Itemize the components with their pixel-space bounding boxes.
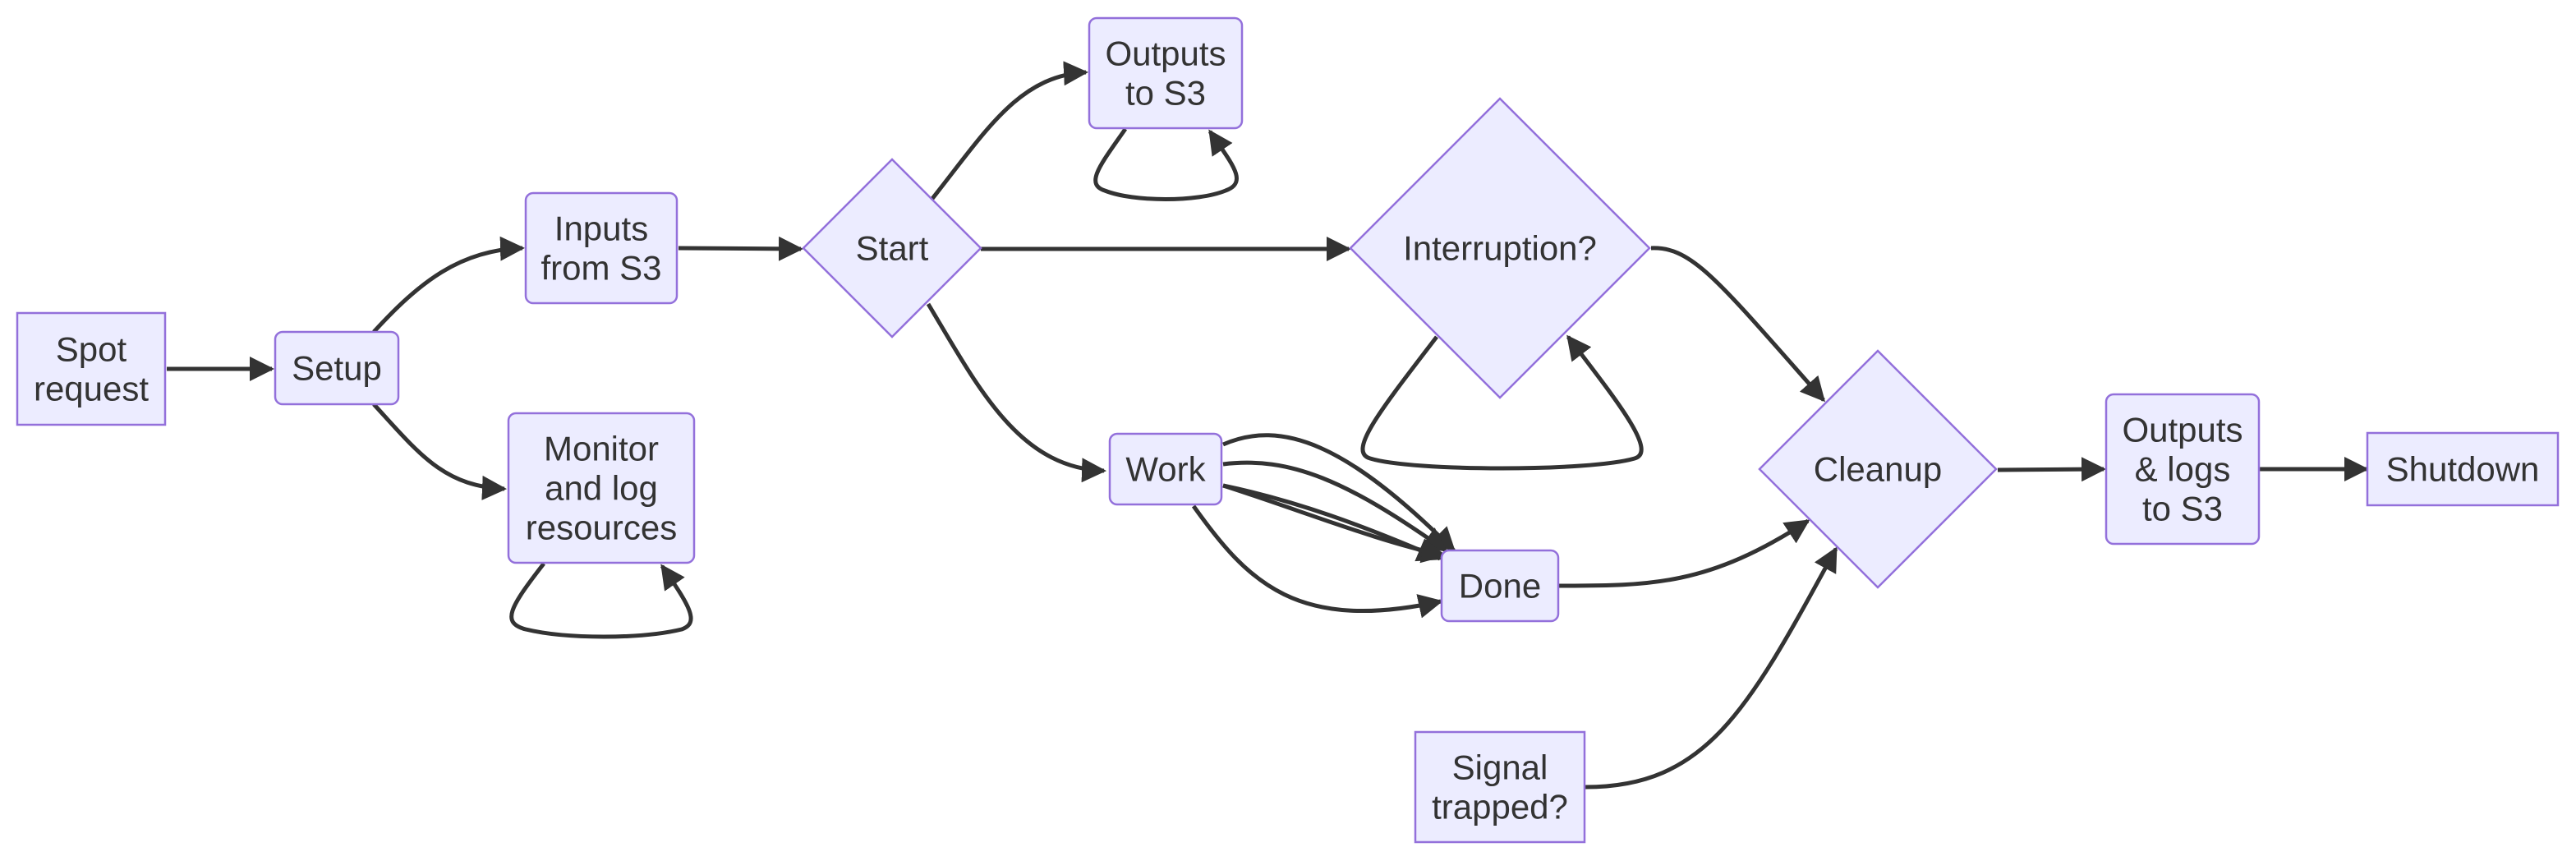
node-outputs-logs-to-s3-shape (2104, 393, 2261, 546)
node-setup: Setup (274, 330, 400, 406)
edge-work-to-done (1222, 460, 1448, 553)
node-shutdown: Shutdown (2366, 431, 2560, 507)
edge-done-to-cleanup (1558, 518, 1810, 588)
node-signal-trapped-label-line-1: Signal (1452, 748, 1548, 787)
node-signal-trapped-shape (1414, 730, 1586, 844)
node-start: Start (802, 158, 982, 338)
node-done-label-line-1: Done (1459, 567, 1541, 605)
node-done-shape (1440, 549, 1560, 623)
node-interruption-label-line-1: Interruption? (1403, 229, 1597, 268)
node-outputs-to-s3-label-line-1: Outputs (1105, 35, 1226, 73)
node-outputs-to-s3-label-line-2: to S3 (1125, 74, 1206, 113)
edge-work-to-done (1191, 504, 1443, 619)
node-outputs-logs-to-s3-label-line-2: & logs (2135, 450, 2231, 489)
node-outputs-logs-to-s3-label-line-1: Outputs (2122, 411, 2242, 449)
node-work-label-line-1: Work (1125, 450, 1206, 489)
edge-setup-to-monitor-and-log (372, 403, 507, 500)
node-outputs-to-s3-shape (1088, 16, 1244, 130)
edges-layer (167, 61, 2369, 790)
edge-signal-trapped-to-cleanup (1585, 546, 1838, 790)
node-inputs-from-s3-label-line-2: from S3 (540, 249, 661, 288)
node-cleanup: Cleanup (1758, 349, 1998, 589)
edge-work-to-done (1222, 433, 1456, 553)
node-start-shape (802, 158, 982, 338)
edge-monitor-and-log-to-monitor-and-log (509, 562, 693, 639)
node-signal-trapped-label-line-2: trapped? (1432, 788, 1568, 826)
edge-setup-to-inputs-from-s3 (372, 236, 525, 334)
node-cleanup-label-line-1: Cleanup (1814, 450, 1942, 489)
edge-start-to-outputs-to-s3 (930, 61, 1088, 201)
node-inputs-from-s3-shape (524, 191, 678, 305)
node-interruption-shape (1349, 97, 1651, 399)
node-monitor-and-log-shape (507, 412, 696, 564)
edge-interruption-to-cleanup (1650, 246, 1825, 403)
node-outputs-logs-to-s3-label-line-3: to S3 (2142, 490, 2223, 528)
node-spot-request-label-line-2: request (34, 370, 149, 408)
edge-outputs-to-s3-to-outputs-to-s3 (1093, 127, 1239, 201)
node-work: Work (1108, 432, 1223, 506)
node-inputs-from-s3-label-line-1: Inputs (554, 209, 648, 248)
node-setup-label-line-1: Setup (292, 349, 382, 388)
node-monitor-and-log-label-line-3: resources (526, 509, 677, 547)
node-monitor-and-log-label-line-2: and log (545, 469, 658, 508)
edge-cleanup-to-outputs-logs-to-s3 (1997, 457, 2106, 482)
node-done: Done (1440, 549, 1560, 623)
node-shutdown-shape (2366, 431, 2560, 507)
node-start-label-line-1: Start (856, 229, 929, 268)
node-cleanup-shape (1758, 349, 1998, 589)
node-work-shape (1108, 432, 1223, 506)
node-spot-request-label-line-1: Spot (56, 330, 127, 369)
edge-interruption-to-interruption (1360, 334, 1644, 471)
edge-inputs-from-s3-to-start (678, 236, 803, 261)
edge-work-to-done (1222, 483, 1447, 564)
node-setup-shape (274, 330, 400, 406)
node-interruption: Interruption? (1349, 97, 1651, 399)
node-shutdown-label-line-1: Shutdown (2386, 450, 2540, 489)
node-monitor-and-log-label-line-1: Monitor (544, 430, 659, 468)
node-spot-request-shape (16, 311, 167, 426)
edge-start-to-work (926, 302, 1106, 483)
